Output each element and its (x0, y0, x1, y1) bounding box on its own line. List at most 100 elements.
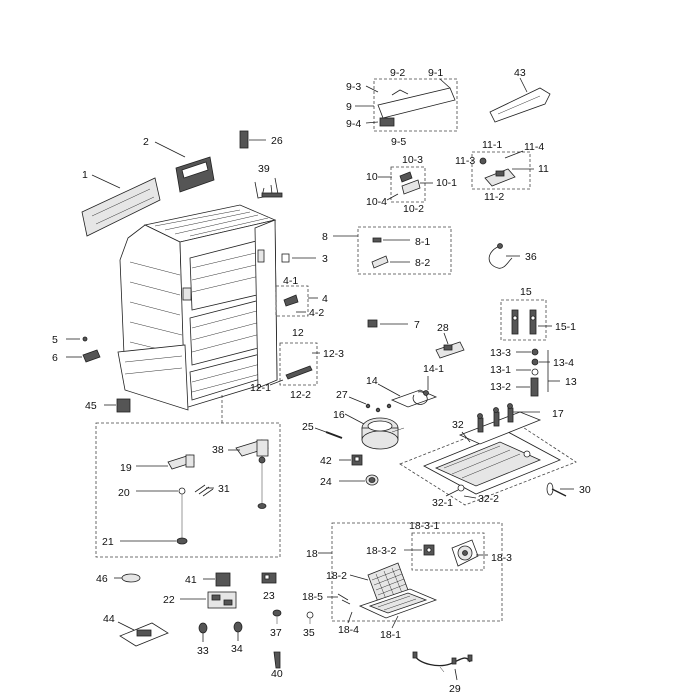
part-39-bracket (254, 177, 283, 199)
part-20-pin (178, 487, 186, 538)
label-12: 12 (292, 327, 304, 339)
label-5: 5 (52, 334, 58, 346)
part-8-2 (371, 255, 389, 269)
label-9-5: 9-5 (391, 136, 406, 148)
part-24 (365, 474, 379, 486)
part-15 (511, 309, 537, 335)
label-35: 35 (303, 627, 315, 639)
label-18-3-1: 18-3-1 (409, 520, 440, 532)
part-45 (116, 398, 131, 413)
part-30 (546, 482, 567, 497)
part-10 (399, 171, 421, 195)
label-8-1: 8-1 (415, 236, 430, 248)
group-lower-frame (95, 422, 281, 558)
part-7 (367, 319, 378, 328)
label-29: 29 (449, 683, 461, 695)
label-9-1: 9-1 (428, 67, 443, 79)
label-6: 6 (52, 352, 58, 364)
label-46: 46 (96, 573, 108, 585)
label-37: 37 (270, 627, 282, 639)
part-34 (233, 621, 243, 633)
label-28: 28 (437, 322, 449, 334)
part-44-tray (119, 622, 169, 647)
part-16-compressor (361, 417, 405, 450)
label-4-1: 4-1 (283, 275, 298, 287)
label-11: 11 (538, 163, 549, 175)
label-18-1: 18-1 (380, 629, 401, 641)
part-32-base (423, 403, 561, 495)
part-14-bracket (390, 389, 438, 408)
label-7: 7 (414, 319, 420, 331)
label-2: 2 (143, 136, 149, 148)
label-38: 38 (212, 444, 224, 456)
label-9-3: 9-3 (346, 81, 361, 93)
label-23: 23 (263, 590, 275, 602)
label-10-4: 10-4 (366, 196, 387, 208)
label-9-2: 9-2 (390, 67, 405, 79)
label-15: 15 (520, 286, 532, 298)
label-13: 13 (565, 376, 577, 388)
part-6 (82, 349, 101, 363)
label-11-4: 11-4 (524, 141, 544, 153)
label-34: 34 (231, 643, 243, 655)
part-18-1-tray (358, 588, 438, 619)
label-11-2: 11-2 (484, 191, 504, 203)
part-11 (479, 157, 516, 187)
label-13-4: 13-4 (553, 357, 574, 369)
part-1-panel (81, 177, 161, 237)
label-12-2: 12-2 (290, 389, 311, 401)
label-11-1: 11-1 (482, 139, 502, 151)
cabinet-assembly (117, 204, 278, 411)
label-41: 41 (185, 574, 197, 586)
part-26 (239, 130, 249, 149)
label-26: 26 (271, 135, 283, 147)
group-10-frame (390, 166, 426, 203)
part-35 (306, 611, 314, 624)
part-19-bracket (167, 454, 195, 470)
label-10: 10 (366, 171, 378, 183)
label-20: 20 (118, 487, 130, 499)
group-9-frame (373, 78, 458, 132)
part-5 (82, 336, 88, 342)
label-22: 22 (163, 594, 175, 606)
part-8-1 (372, 237, 382, 243)
label-13-3: 13-3 (490, 347, 511, 359)
label-3: 3 (322, 253, 328, 265)
label-39: 39 (258, 163, 270, 175)
group-8-frame (357, 226, 452, 275)
part-37 (272, 609, 282, 624)
part-13-assembly (530, 348, 539, 397)
part-9-cover (377, 87, 456, 127)
label-18-2: 18-2 (326, 570, 347, 582)
label-14-1: 14-1 (423, 363, 444, 375)
label-12-1: 12-1 (250, 382, 271, 394)
part-3 (281, 253, 290, 263)
label-30: 30 (579, 484, 591, 496)
label-42: 42 (320, 455, 332, 467)
label-40: 40 (271, 668, 283, 680)
part-33 (198, 622, 208, 634)
label-21: 21 (102, 536, 114, 548)
label-36: 36 (525, 251, 537, 263)
label-25: 25 (302, 421, 314, 433)
part-18-3-fan-motor (423, 539, 479, 567)
label-33: 33 (197, 645, 209, 657)
part-21 (176, 537, 188, 545)
part-40 (273, 651, 281, 669)
label-12-3: 12-3 (323, 348, 344, 360)
label-11-3: 11-3 (455, 155, 475, 167)
part-36-cable (488, 245, 513, 269)
part-38-bracket (235, 439, 269, 509)
part-46 (121, 573, 141, 583)
label-9-4: 9-4 (346, 118, 361, 130)
part-2-plate (175, 156, 215, 193)
label-8: 8 (322, 231, 328, 243)
label-18: 18 (306, 548, 318, 560)
label-32-2: 32-2 (478, 493, 499, 505)
label-19: 19 (120, 462, 132, 474)
part-4-clip (283, 294, 299, 307)
part-29-harness (412, 651, 473, 673)
label-13-1: 13-1 (490, 364, 511, 376)
group-12-frame (279, 342, 318, 386)
label-9: 9 (346, 101, 352, 113)
